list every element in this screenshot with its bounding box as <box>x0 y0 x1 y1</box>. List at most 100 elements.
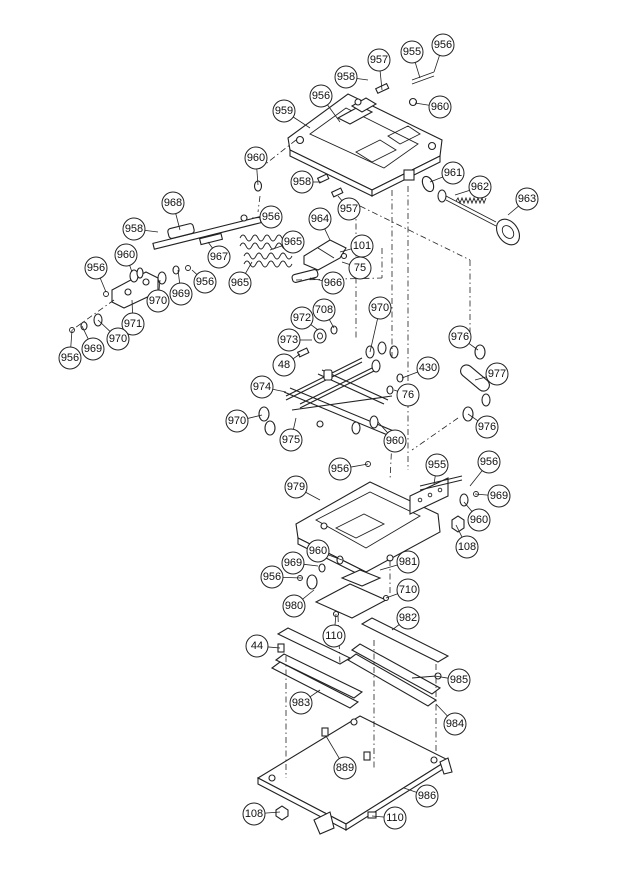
leader-line <box>245 261 253 274</box>
callout-balloon <box>169 282 193 306</box>
callout-977: 977 <box>474 362 509 386</box>
callout-balloon <box>58 346 82 370</box>
callout-961: 961 <box>429 161 465 185</box>
leader-line <box>309 277 323 282</box>
callout-balloon <box>425 453 449 477</box>
callout-label: 984 <box>446 718 464 730</box>
callout-label: 967 <box>210 251 228 263</box>
leader-line <box>467 413 479 422</box>
callout-balloon <box>322 624 346 648</box>
callout-label: 981 <box>399 556 417 568</box>
callout-983: 983 <box>289 689 321 715</box>
callout-label: 710 <box>399 584 417 596</box>
callout-balloon <box>161 191 185 215</box>
callout-label: 957 <box>370 54 388 66</box>
callout-label: 957 <box>340 203 358 215</box>
callout-balloon <box>284 475 308 499</box>
leader-line <box>177 269 181 284</box>
leader-line <box>435 703 448 717</box>
callout-979: 979 <box>284 475 321 501</box>
leader-line <box>207 241 213 249</box>
callout-label: 958 <box>293 176 311 188</box>
callout-label: 108 <box>245 808 263 820</box>
callout-label: 956 <box>196 276 214 288</box>
callout-label: 970 <box>149 295 167 307</box>
leader-line <box>401 371 418 379</box>
callout-label: 973 <box>280 334 298 346</box>
leader-line <box>369 318 378 353</box>
callout-balloon <box>225 409 249 433</box>
callout-960: 960 <box>114 243 138 273</box>
leader-line <box>328 554 343 561</box>
callout-balloon <box>447 668 471 692</box>
callout-label: 955 <box>428 459 446 471</box>
leader-line <box>272 388 287 393</box>
callout-label: 969 <box>490 490 508 502</box>
callout-971: 971 <box>121 299 145 336</box>
callout-label: 969 <box>284 557 302 569</box>
callout-973: 973 <box>277 328 312 352</box>
callout-label: 956 <box>263 571 281 583</box>
callout-balloon <box>245 634 269 658</box>
callout-label: 962 <box>471 181 489 193</box>
callout-balloon <box>443 712 467 736</box>
leader-line <box>385 593 398 599</box>
callout-label: 965 <box>284 236 302 248</box>
leader-line <box>377 421 388 434</box>
callout-label: 965 <box>231 277 249 289</box>
callout-984: 984 <box>435 703 467 736</box>
callout-label: 958 <box>125 223 143 235</box>
callout-959: 959 <box>272 99 311 129</box>
callout-48: 48 <box>272 353 301 377</box>
leader-line <box>292 353 301 360</box>
callout-balloon <box>260 565 284 589</box>
callout-969: 969 <box>281 551 319 575</box>
callout-balloon <box>244 146 268 170</box>
callout-label: 974 <box>253 381 271 393</box>
leader-line <box>256 168 259 186</box>
callout-label: 960 <box>117 249 135 261</box>
callout-label: 430 <box>419 362 437 374</box>
callout-label: 982 <box>399 612 417 624</box>
callout-986: 986 <box>403 784 439 808</box>
leader-line <box>175 213 181 231</box>
leader-line <box>507 205 519 216</box>
callout-balloon <box>308 207 332 231</box>
leader-line <box>334 613 337 626</box>
callout-label: 960 <box>431 101 449 113</box>
callout-label: 889 <box>336 762 354 774</box>
callout-956: 956 <box>309 84 341 123</box>
leader-line <box>293 417 297 430</box>
middle-plate-hardware <box>419 475 479 533</box>
callout-balloon <box>81 337 105 361</box>
callout-balloon <box>487 484 511 508</box>
callout-label: 956 <box>312 90 330 102</box>
leader-line <box>282 576 303 579</box>
callout-958: 958 <box>290 170 322 194</box>
callout-960: 960 <box>306 539 343 563</box>
callout-balloon <box>368 296 392 320</box>
callout-970: 970 <box>97 319 130 351</box>
leader-line <box>403 787 417 793</box>
callout-balloon <box>121 312 145 336</box>
callout-balloon <box>428 95 452 119</box>
leader-line <box>433 55 440 73</box>
callout-972: 972 <box>290 306 319 331</box>
callout-958: 958 <box>334 65 369 89</box>
callout-969: 969 <box>169 269 193 306</box>
callout-balloon <box>367 48 391 72</box>
callout-balloon <box>272 353 296 377</box>
callout-label: 956 <box>331 463 349 475</box>
callout-label: 970 <box>371 302 389 314</box>
leader-line <box>371 815 385 818</box>
leader-line <box>325 735 340 759</box>
leader-line <box>191 269 198 275</box>
callout-957: 957 <box>337 195 361 221</box>
callout-balloon <box>279 428 303 452</box>
callout-label: 969 <box>84 343 102 355</box>
leader-line <box>267 646 281 649</box>
leader-line <box>129 265 133 273</box>
callout-981: 981 <box>379 550 420 574</box>
callout-958: 958 <box>122 217 159 241</box>
